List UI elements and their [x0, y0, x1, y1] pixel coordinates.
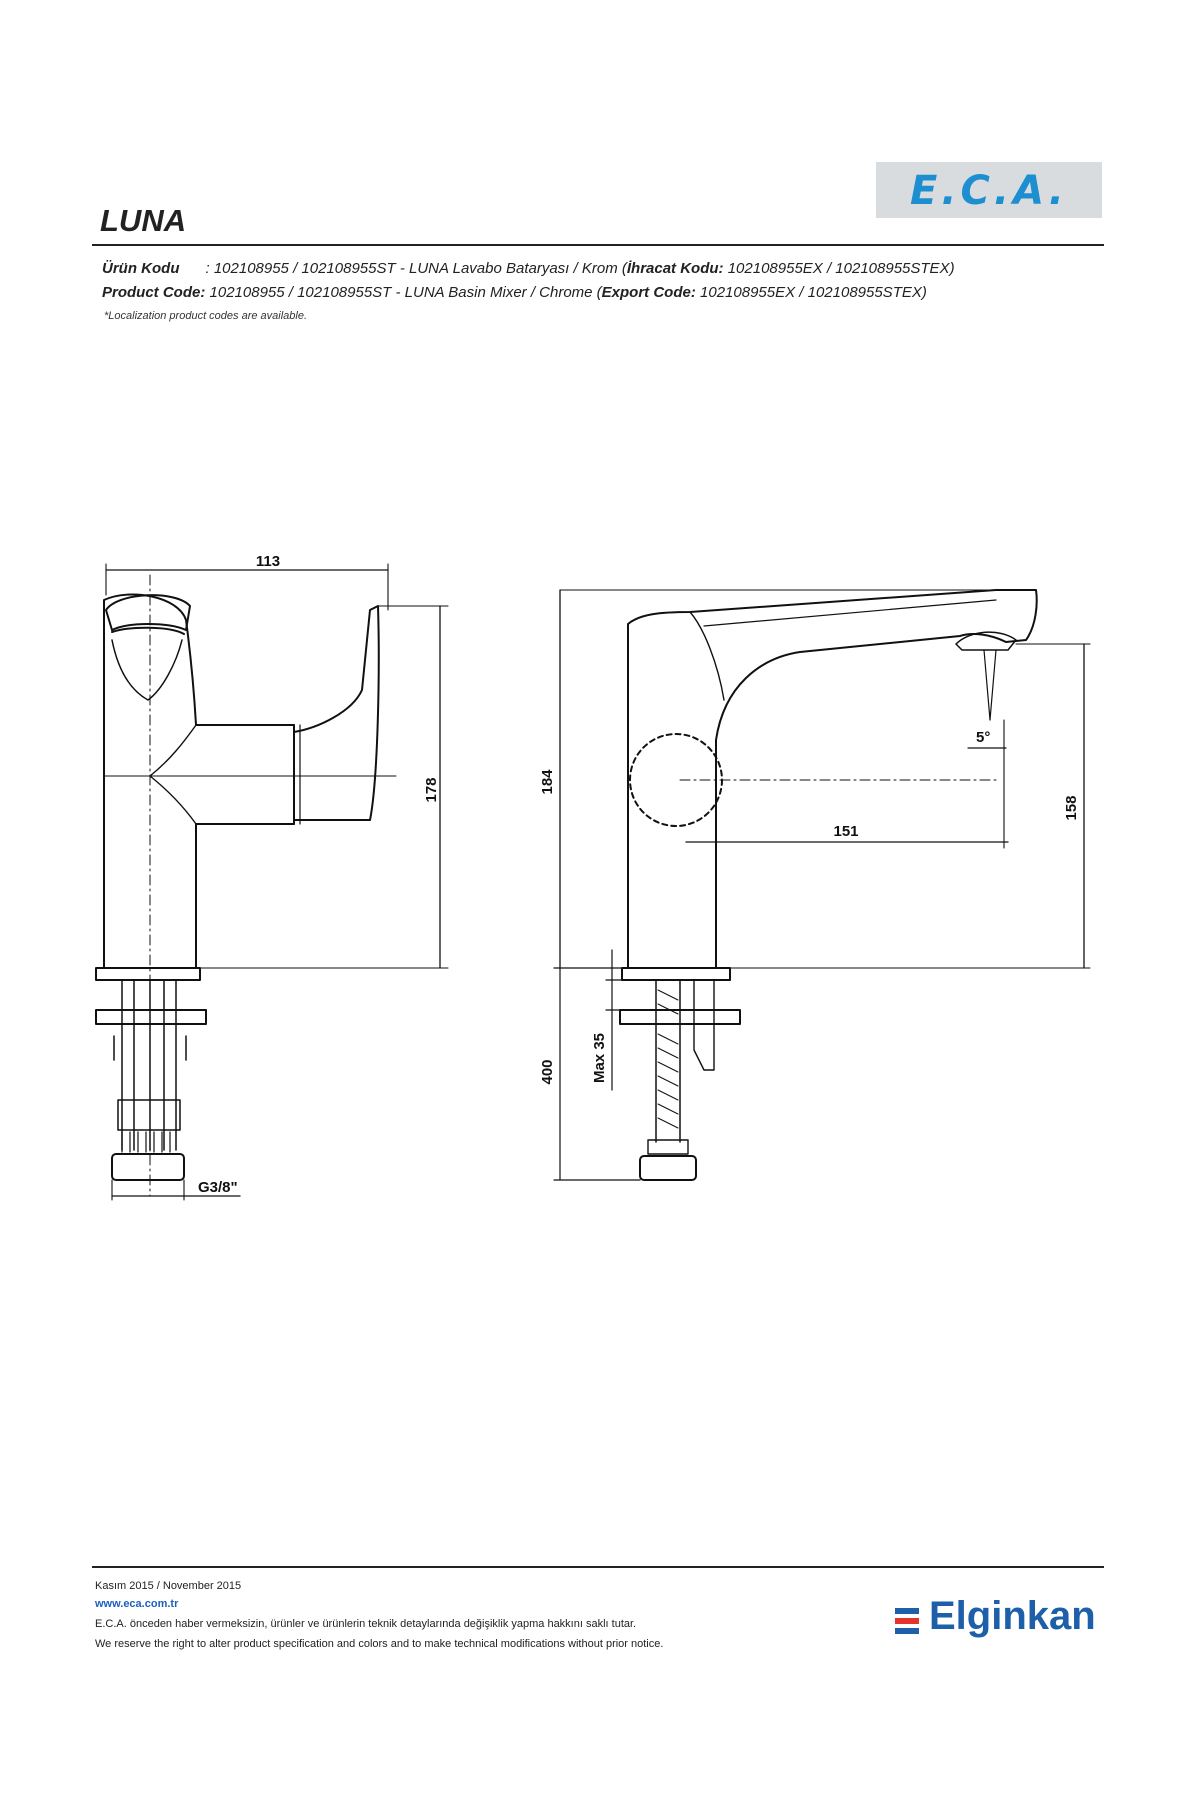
- product-title: LUNA: [100, 203, 187, 238]
- side-body-contour: [111, 639, 183, 701]
- dim-thread-label: G3/8": [198, 1179, 238, 1196]
- front-body-spout: [627, 589, 1038, 969]
- product-code-en-value: 102108955 / 102108955ST - LUNA Basin Mix…: [205, 284, 602, 301]
- dim-113-ext: [105, 563, 389, 611]
- side-hose-nut: [111, 1153, 185, 1181]
- front-hose-ferrule: [647, 1139, 689, 1155]
- dim-400-line: [553, 967, 641, 1181]
- dim-158-label: 158: [1063, 795, 1080, 820]
- product-code-en-label: Product Code:: [102, 284, 206, 301]
- side-knurl: [121, 1131, 171, 1153]
- product-code-tr: Ürün Kodu : 102108955 / 102108955ST - LUN…: [102, 260, 955, 277]
- side-clips: [113, 1035, 187, 1061]
- elginkan-stripe-2: [895, 1618, 919, 1624]
- dim-113-label: 113: [256, 553, 280, 570]
- side-hose-ferrule: [117, 1099, 181, 1131]
- footer-disclaimer-tr: E.C.A. önceden haber vermeksizin, ürünle…: [95, 1618, 637, 1630]
- side-cap-rim: [111, 626, 185, 635]
- dim-178-ext: [199, 605, 449, 969]
- export-code-tr-label: İhracat Kodu:: [626, 260, 724, 277]
- front-view: 184 400 Max 35 151 158 5°: [539, 589, 1091, 1181]
- front-aerator: [955, 631, 1017, 651]
- dim-max35-label: Max 35: [591, 1033, 608, 1083]
- eca-logo: E.C.A.: [876, 162, 1102, 218]
- front-stream-2: [989, 649, 997, 721]
- dim-max35-line: [605, 949, 623, 1091]
- side-cap: [105, 594, 191, 631]
- localization-note: *Localization product codes are availabl…: [104, 310, 308, 322]
- export-code-tr-value: 102108955EX / 102108955STEX): [723, 260, 955, 277]
- product-code-tr-value: : 102108955 / 102108955ST - LUNA Lavabo …: [205, 260, 627, 277]
- front-stream: [983, 649, 991, 721]
- footer-date: Kasım 2015 / November 2015: [95, 1580, 242, 1592]
- footer-rule: [92, 1566, 1104, 1568]
- export-code-en-value: 102108955EX / 102108955STEX): [695, 284, 927, 301]
- front-hose-braid: [657, 989, 679, 1129]
- front-spout-top-edge: [703, 599, 997, 627]
- side-backnut-plate: [95, 1009, 207, 1025]
- dim-178-label: 178: [423, 777, 440, 802]
- elginkan-stripe-3: [895, 1628, 919, 1634]
- elginkan-logo: Elginkan: [895, 1594, 1110, 1650]
- dim-158-ext: [729, 643, 1091, 969]
- side-body: [103, 593, 295, 969]
- front-hose: [655, 979, 681, 1143]
- front-handle-edge: [689, 611, 725, 701]
- side-view: 113 178 G3/8": [95, 553, 449, 1201]
- side-handle-contour: [149, 724, 197, 825]
- elginkan-stripe-1: [895, 1608, 919, 1614]
- export-code-en-label: Export Code:: [601, 284, 696, 301]
- side-base: [95, 967, 201, 981]
- dim-400-label: 400: [539, 1059, 556, 1084]
- technical-drawing: 113 178 G3/8": [95, 553, 1091, 1201]
- eca-logo-text: E.C.A.: [910, 168, 1068, 214]
- dim-angle-label: 5°: [976, 729, 990, 746]
- product-code-tr-label: Ürün Kodu: [102, 260, 180, 277]
- elginkan-logo-text: Elginkan: [929, 1594, 1096, 1638]
- side-hoses: [121, 979, 177, 1151]
- footer-url[interactable]: www.eca.com.tr: [95, 1598, 179, 1610]
- dim-151-label: 151: [833, 823, 858, 840]
- header-rule: [92, 244, 1104, 246]
- front-base: [621, 967, 731, 981]
- front-hose-nut: [639, 1155, 697, 1181]
- dim-184-label: 184: [539, 769, 556, 795]
- front-stud: [693, 979, 715, 1071]
- product-code-en: Product Code: 102108955 / 102108955ST - …: [102, 284, 927, 301]
- side-handle: [293, 605, 380, 821]
- footer-disclaimer-en: We reserve the right to alter product sp…: [95, 1638, 664, 1650]
- dim-thread-ext: [111, 1179, 185, 1201]
